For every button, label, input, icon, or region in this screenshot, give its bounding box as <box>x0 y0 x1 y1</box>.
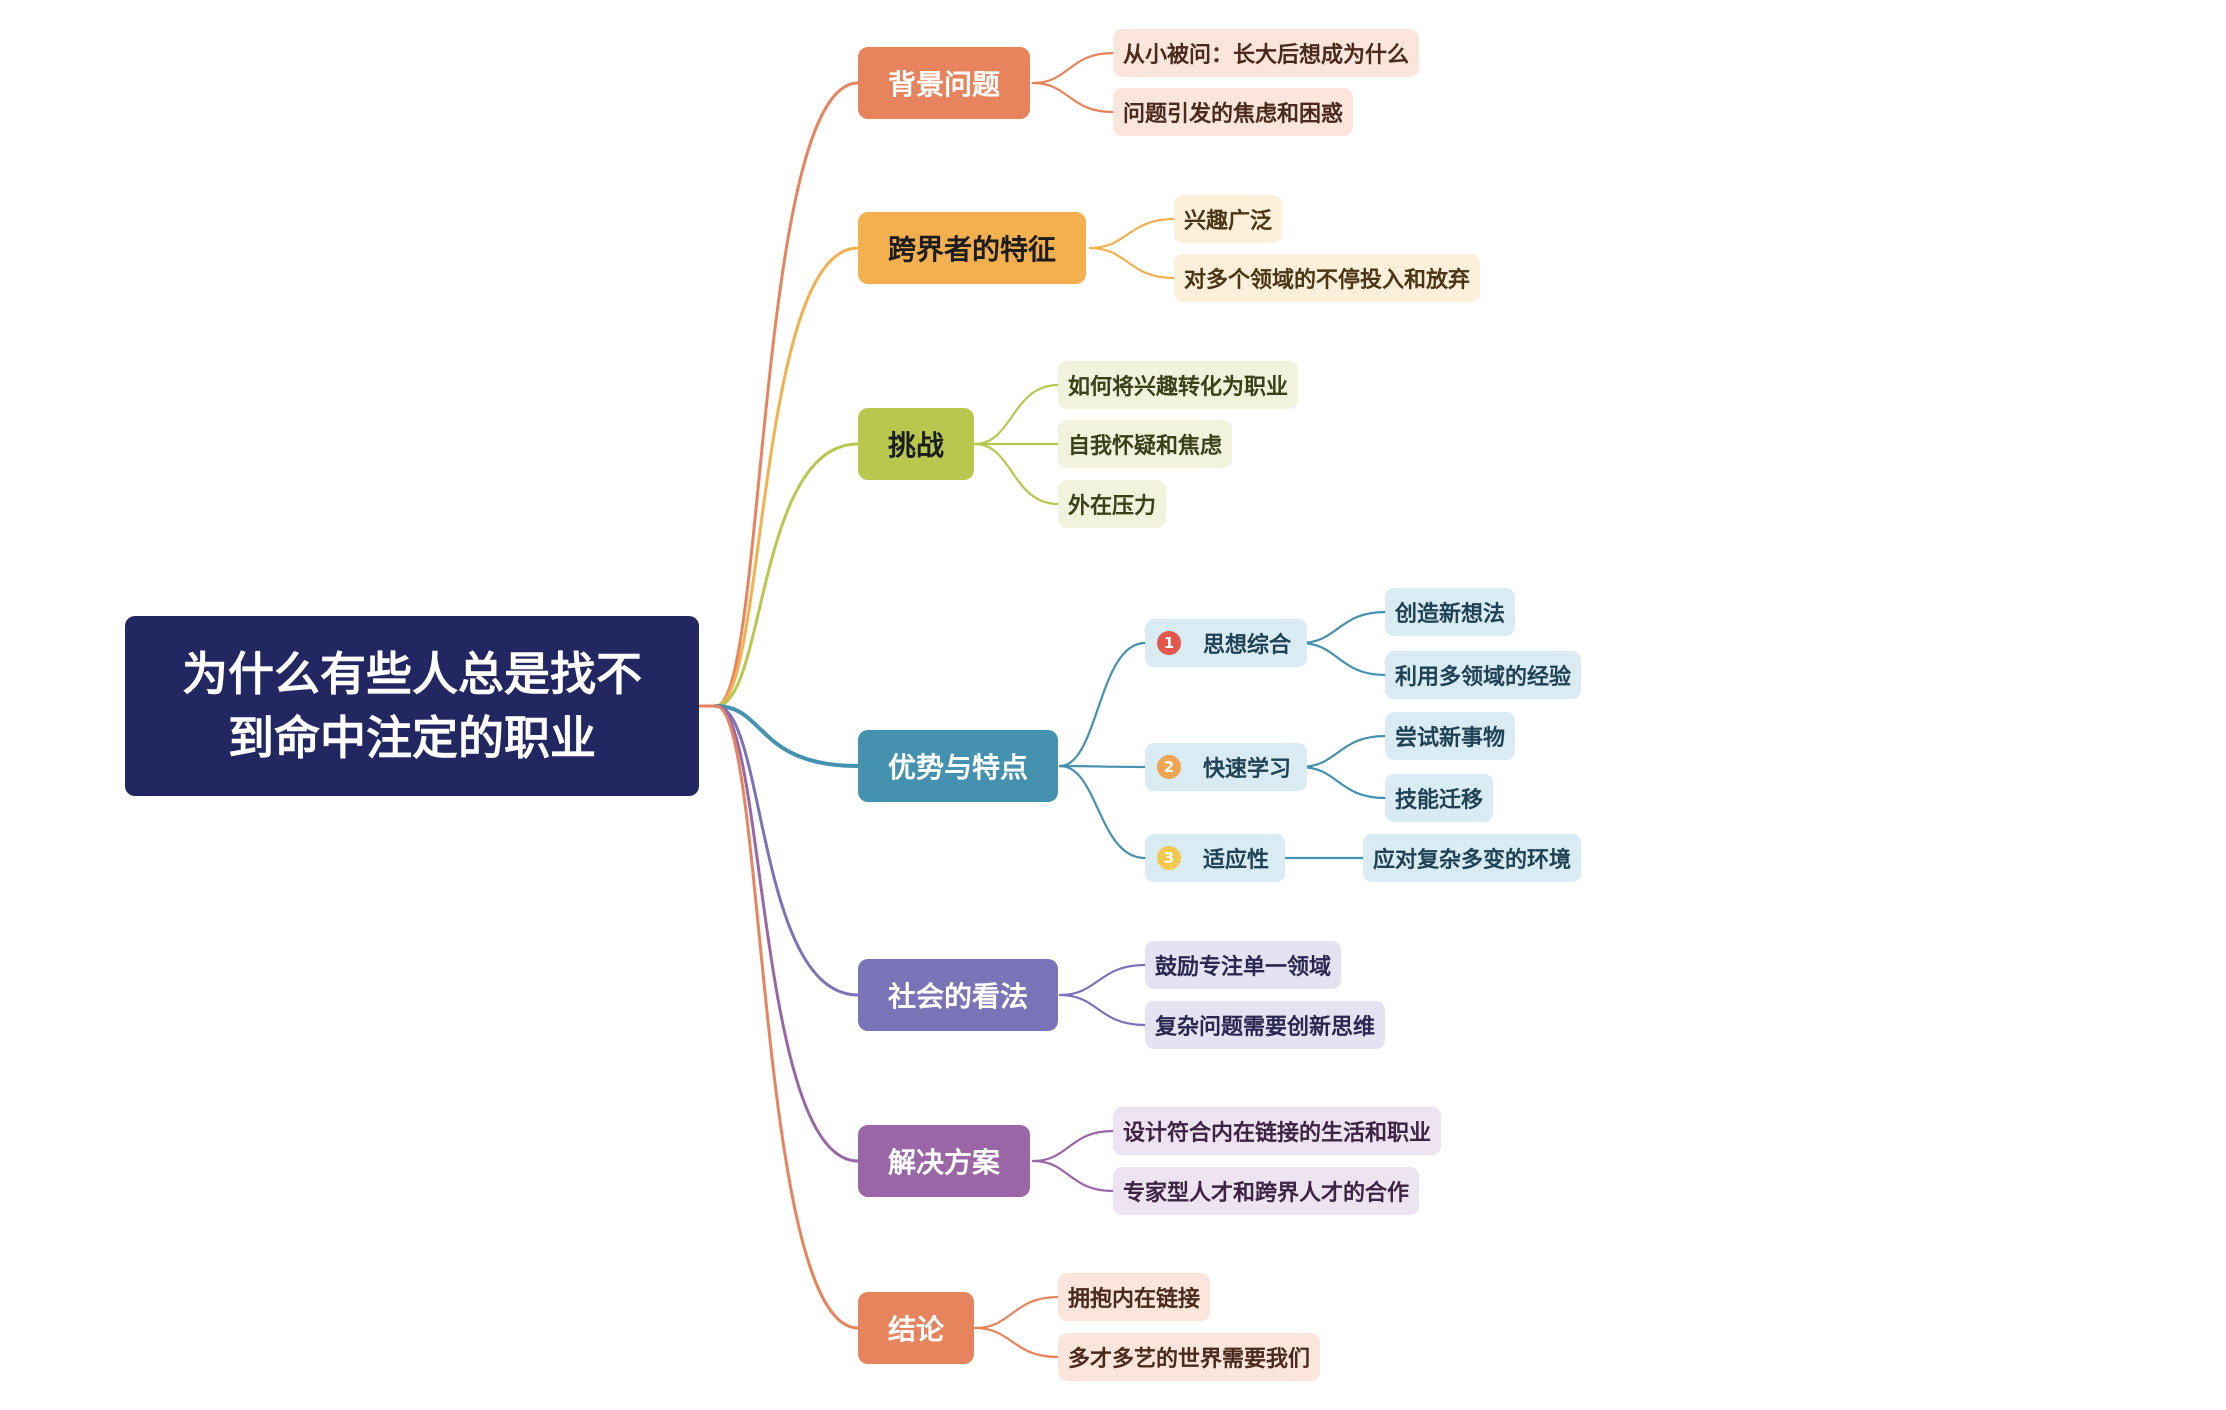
branch-challenges[interactable]: 挑战 <box>858 408 975 480</box>
connector-line <box>1298 734 1387 769</box>
connector-line <box>1298 641 1387 677</box>
branch-solutions[interactable]: 解决方案 <box>858 1125 1031 1197</box>
connector-line <box>714 704 860 768</box>
connector-line <box>714 704 860 1330</box>
connector-line <box>1058 993 1147 1027</box>
connector-line <box>1088 246 1176 280</box>
connector-line <box>1058 764 1147 769</box>
connector-line <box>1031 1159 1115 1193</box>
branch-traits[interactable]: 跨界者的特征 <box>858 212 1087 284</box>
leaf-solutions-1[interactable]: 设计符合内在链接的生活和职业 <box>1113 1107 1442 1155</box>
connector-line <box>1058 963 1147 997</box>
branch-background[interactable]: 背景问题 <box>858 47 1031 119</box>
leaf-conclusion-1[interactable]: 拥抱内在链接 <box>1058 1273 1211 1321</box>
connector-line <box>714 81 860 708</box>
leaf-advantages-3-1[interactable]: 应对复杂多变的环境 <box>1363 834 1582 882</box>
connector-line <box>1058 641 1147 768</box>
connector-line <box>1031 1129 1115 1163</box>
connector-line <box>973 1326 1060 1359</box>
branch-conclusion[interactable]: 结论 <box>858 1292 975 1364</box>
connector-line <box>1298 765 1387 800</box>
connector-line <box>1058 764 1147 860</box>
connector-line <box>1031 81 1115 114</box>
sub-advantages-3-label: 适应性 <box>1203 848 1270 873</box>
leaf-society-1[interactable]: 鼓励专注单一领域 <box>1145 941 1342 989</box>
leaf-society-2[interactable]: 复杂问题需要创新思维 <box>1145 1001 1386 1049</box>
connector-line <box>1298 610 1387 645</box>
branch-society[interactable]: 社会的看法 <box>858 959 1059 1031</box>
root-topic[interactable]: 为什么有些人总是找不 到命中注定的职业 <box>125 616 699 796</box>
connector-line <box>1031 51 1115 85</box>
root-title-line-1: 为什么有些人总是找不 <box>182 647 642 701</box>
sub-advantages-2[interactable]: 2 快速学习 <box>1145 743 1308 791</box>
sub-advantages-1-label: 思想综合 <box>1203 633 1292 658</box>
leaf-conclusion-2[interactable]: 多才多艺的世界需要我们 <box>1058 1333 1321 1381</box>
leaf-advantages-1-2[interactable]: 利用多领域的经验 <box>1385 651 1582 699</box>
leaf-advantages-2-2[interactable]: 技能迁移 <box>1385 774 1494 822</box>
leaf-solutions-2[interactable]: 专家型人才和跨界人才的合作 <box>1113 1167 1420 1215</box>
connector-line <box>714 704 860 997</box>
number-badge-icon: 3 <box>1157 846 1181 870</box>
leaf-challenges-3[interactable]: 外在压力 <box>1058 480 1167 528</box>
connector-line <box>973 1295 1060 1330</box>
connector-line <box>714 442 860 708</box>
leaf-background-2[interactable]: 问题引发的焦虑和困惑 <box>1113 88 1354 136</box>
connector-line <box>714 704 860 1163</box>
connector-line <box>1088 217 1176 250</box>
branch-advantages[interactable]: 优势与特点 <box>858 730 1059 802</box>
connector-line <box>973 383 1060 446</box>
leaf-traits-1[interactable]: 兴趣广泛 <box>1174 195 1283 243</box>
leaf-background-1[interactable]: 从小被问：长大后想成为什么 <box>1113 29 1420 77</box>
connector-line <box>973 442 1060 506</box>
connector-line <box>714 246 860 708</box>
number-badge-icon: 2 <box>1157 755 1181 779</box>
sub-advantages-3[interactable]: 3 适应性 <box>1145 834 1286 882</box>
sub-advantages-2-label: 快速学习 <box>1203 757 1292 782</box>
leaf-challenges-2[interactable]: 自我怀疑和焦虑 <box>1058 420 1233 468</box>
leaf-advantages-2-1[interactable]: 尝试新事物 <box>1385 712 1516 760</box>
number-badge-icon: 1 <box>1157 631 1181 655</box>
root-title-line-2: 到命中注定的职业 <box>228 711 596 765</box>
sub-advantages-1[interactable]: 1 思想综合 <box>1145 619 1308 667</box>
leaf-challenges-1[interactable]: 如何将兴趣转化为职业 <box>1058 361 1299 409</box>
leaf-traits-2[interactable]: 对多个领域的不停投入和放弃 <box>1174 254 1481 302</box>
leaf-advantages-1-1[interactable]: 创造新想法 <box>1385 588 1516 636</box>
